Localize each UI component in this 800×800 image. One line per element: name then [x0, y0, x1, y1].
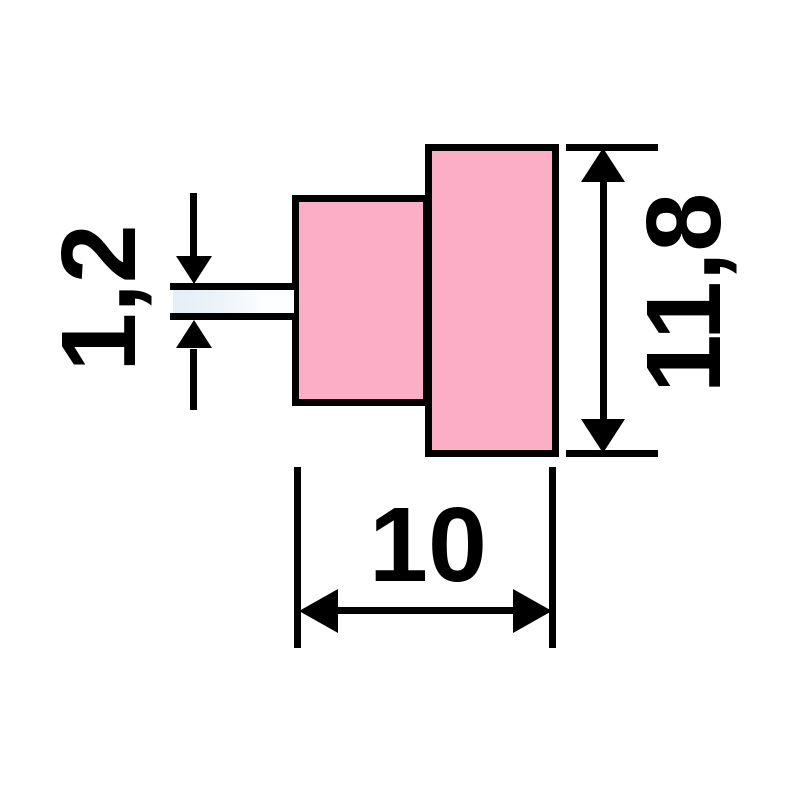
dim-slot-label: 1,2 — [40, 224, 158, 372]
dim-height-line — [600, 165, 607, 435]
dim-height-extension-bottom — [566, 450, 658, 457]
flange-rect — [292, 195, 430, 406]
arrow-up-icon — [176, 320, 212, 348]
wheel-rect — [425, 144, 559, 457]
arrow-down-icon — [176, 256, 212, 284]
arrow-right-icon — [513, 589, 552, 633]
dim-slot-shaft-top — [190, 193, 197, 258]
bore-slot-top-line — [170, 283, 298, 290]
dim-width-extension-right — [549, 467, 556, 648]
dim-height-extension-top — [566, 144, 658, 151]
bore-slot-fill — [173, 290, 294, 313]
bore-slot-bottom-line — [170, 313, 298, 320]
arrow-down-icon — [581, 419, 625, 453]
arrow-up-icon — [581, 148, 625, 182]
dim-width-extension-left — [294, 467, 301, 648]
dim-width-label: 10 — [369, 486, 487, 604]
dim-height-label: 11,8 — [625, 192, 743, 394]
arrow-left-icon — [299, 589, 338, 633]
dim-slot-shaft-bottom — [190, 349, 197, 410]
dim-width-line — [320, 607, 530, 614]
